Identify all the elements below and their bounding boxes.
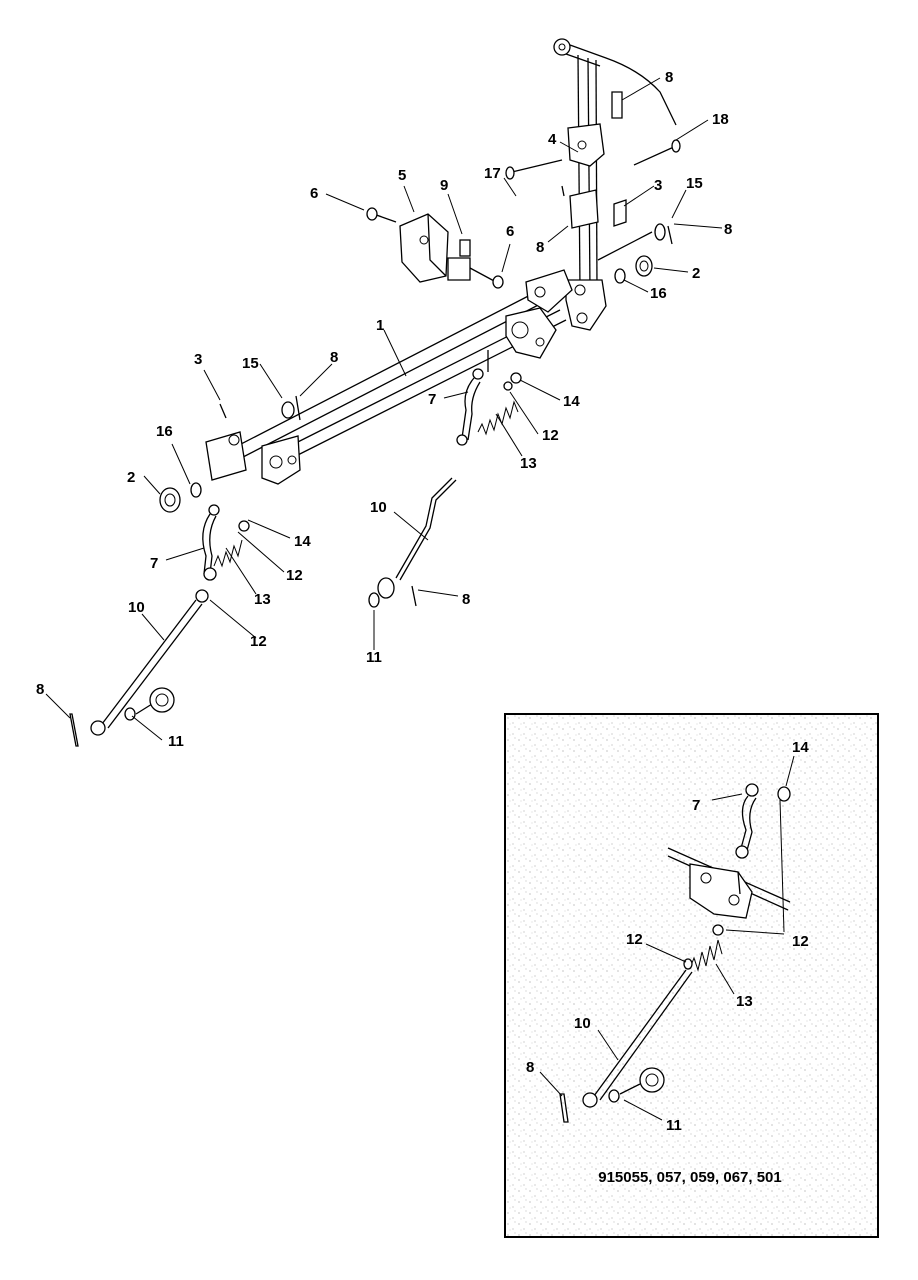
label-1: 1 bbox=[376, 317, 384, 334]
label-15-right: 15 bbox=[686, 175, 703, 192]
label-17: 17 bbox=[484, 165, 501, 182]
part-labels: 8 18 4 17 3 15 8 5 9 6 6 8 2 16 1 3 15 8… bbox=[36, 69, 732, 750]
inset-label-12-left: 12 bbox=[626, 931, 643, 948]
inset-caption: 915055, 057, 059, 067, 501 bbox=[598, 1169, 782, 1186]
label-5: 5 bbox=[398, 167, 406, 184]
label-12-upper: 12 bbox=[542, 427, 559, 444]
label-2-left: 2 bbox=[127, 469, 135, 486]
upper-lever-spring bbox=[456, 350, 522, 446]
label-11-mid: 11 bbox=[366, 649, 382, 666]
label-4: 4 bbox=[548, 131, 557, 148]
label-12-lower-a: 12 bbox=[286, 567, 303, 584]
callout-leaders bbox=[45, 77, 723, 741]
label-9: 9 bbox=[440, 177, 448, 194]
label-3-upper: 3 bbox=[654, 177, 662, 194]
label-8-left: 8 bbox=[330, 349, 338, 366]
label-13-upper: 13 bbox=[520, 455, 537, 472]
middle-rod-linkage bbox=[368, 477, 457, 608]
label-14-lower: 14 bbox=[294, 533, 311, 550]
label-8-lower-left: 8 bbox=[36, 681, 44, 698]
label-6-right: 6 bbox=[506, 223, 514, 240]
label-8-top: 8 bbox=[665, 69, 673, 86]
inset-leaders bbox=[539, 755, 795, 1121]
lower-left-linkage bbox=[69, 504, 250, 747]
inset-label-12-right: 12 bbox=[792, 933, 809, 950]
label-14-upper: 14 bbox=[563, 393, 580, 410]
label-10-left: 10 bbox=[128, 599, 145, 616]
inset-drawing bbox=[559, 783, 791, 1123]
label-2-right: 2 bbox=[692, 265, 700, 282]
inset-label-10: 10 bbox=[574, 1015, 591, 1032]
label-8-mid: 8 bbox=[536, 239, 544, 256]
inset-label-8: 8 bbox=[526, 1059, 534, 1076]
upper-lever-assembly bbox=[505, 38, 681, 331]
mount-bracket bbox=[366, 207, 504, 289]
label-11-left: 11 bbox=[168, 733, 184, 750]
inset-labels: 14 7 12 12 13 10 8 11 bbox=[526, 739, 809, 1134]
inset-label-7: 7 bbox=[692, 797, 700, 814]
label-6-left: 6 bbox=[310, 185, 318, 202]
label-15-left: 15 bbox=[242, 355, 259, 372]
label-7-lower: 7 bbox=[150, 555, 158, 572]
inset-label-13: 13 bbox=[736, 993, 753, 1010]
label-8-mid-lower: 8 bbox=[462, 591, 470, 608]
label-3-left: 3 bbox=[194, 351, 202, 368]
label-7-upper: 7 bbox=[428, 391, 436, 408]
inset-label-11: 11 bbox=[666, 1117, 682, 1134]
label-12-lower-b: 12 bbox=[250, 633, 267, 650]
label-8-right: 8 bbox=[724, 221, 732, 238]
label-16-right: 16 bbox=[650, 285, 667, 302]
label-13-lower: 13 bbox=[254, 591, 271, 608]
cross-shaft bbox=[159, 269, 573, 513]
inset-panel: 14 7 12 12 13 10 8 11 915055, 057, 059, … bbox=[504, 713, 879, 1238]
inset-label-14: 14 bbox=[792, 739, 809, 756]
label-10-mid: 10 bbox=[370, 499, 387, 516]
label-18: 18 bbox=[712, 111, 729, 128]
label-16-left: 16 bbox=[156, 423, 173, 440]
